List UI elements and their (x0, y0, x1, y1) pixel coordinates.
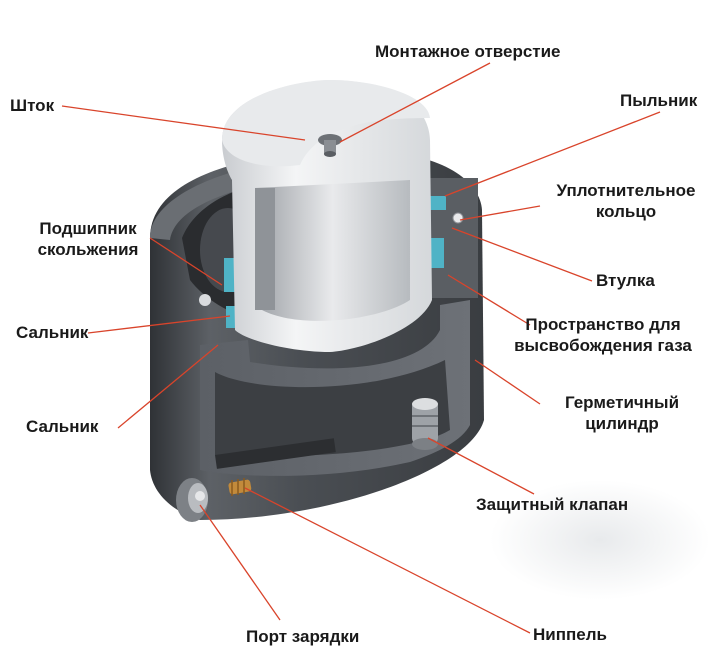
label-charging-port: Порт зарядки (246, 626, 359, 647)
label-safety-valve: Защитный клапан (476, 494, 628, 515)
safety-valve-part (412, 398, 438, 450)
lower-seal-right (430, 238, 444, 268)
leader-safety-valve (428, 438, 534, 494)
label-dust-cover: Пыльник (620, 90, 697, 111)
label-bushing: Втулка (596, 270, 655, 291)
label-nipple: Ниппель (533, 624, 607, 645)
label-gland-lower: Сальник (26, 416, 98, 437)
label-sealing-ring: Уплотнительное кольцо (538, 180, 714, 222)
charging-port-plug (176, 478, 208, 522)
label-gas-release-space: Пространство для высвобождения газа (492, 314, 714, 356)
rod-bore-dark-wall (255, 188, 275, 310)
o-ring (453, 213, 463, 223)
label-mounting-hole: Монтажное отверстие (375, 41, 561, 62)
label-sealed-cylinder: Герметичный цилиндр (542, 392, 702, 434)
leader-charging-port (200, 505, 280, 620)
rod-bore (255, 180, 410, 321)
label-rod: Шток (10, 95, 54, 116)
label-gland-upper: Сальник (16, 322, 88, 343)
bearing-ball-left (199, 294, 211, 306)
label-sliding-bearing: Подшипник скольжения (8, 218, 168, 260)
leader-sealed-cylinder (475, 360, 540, 404)
